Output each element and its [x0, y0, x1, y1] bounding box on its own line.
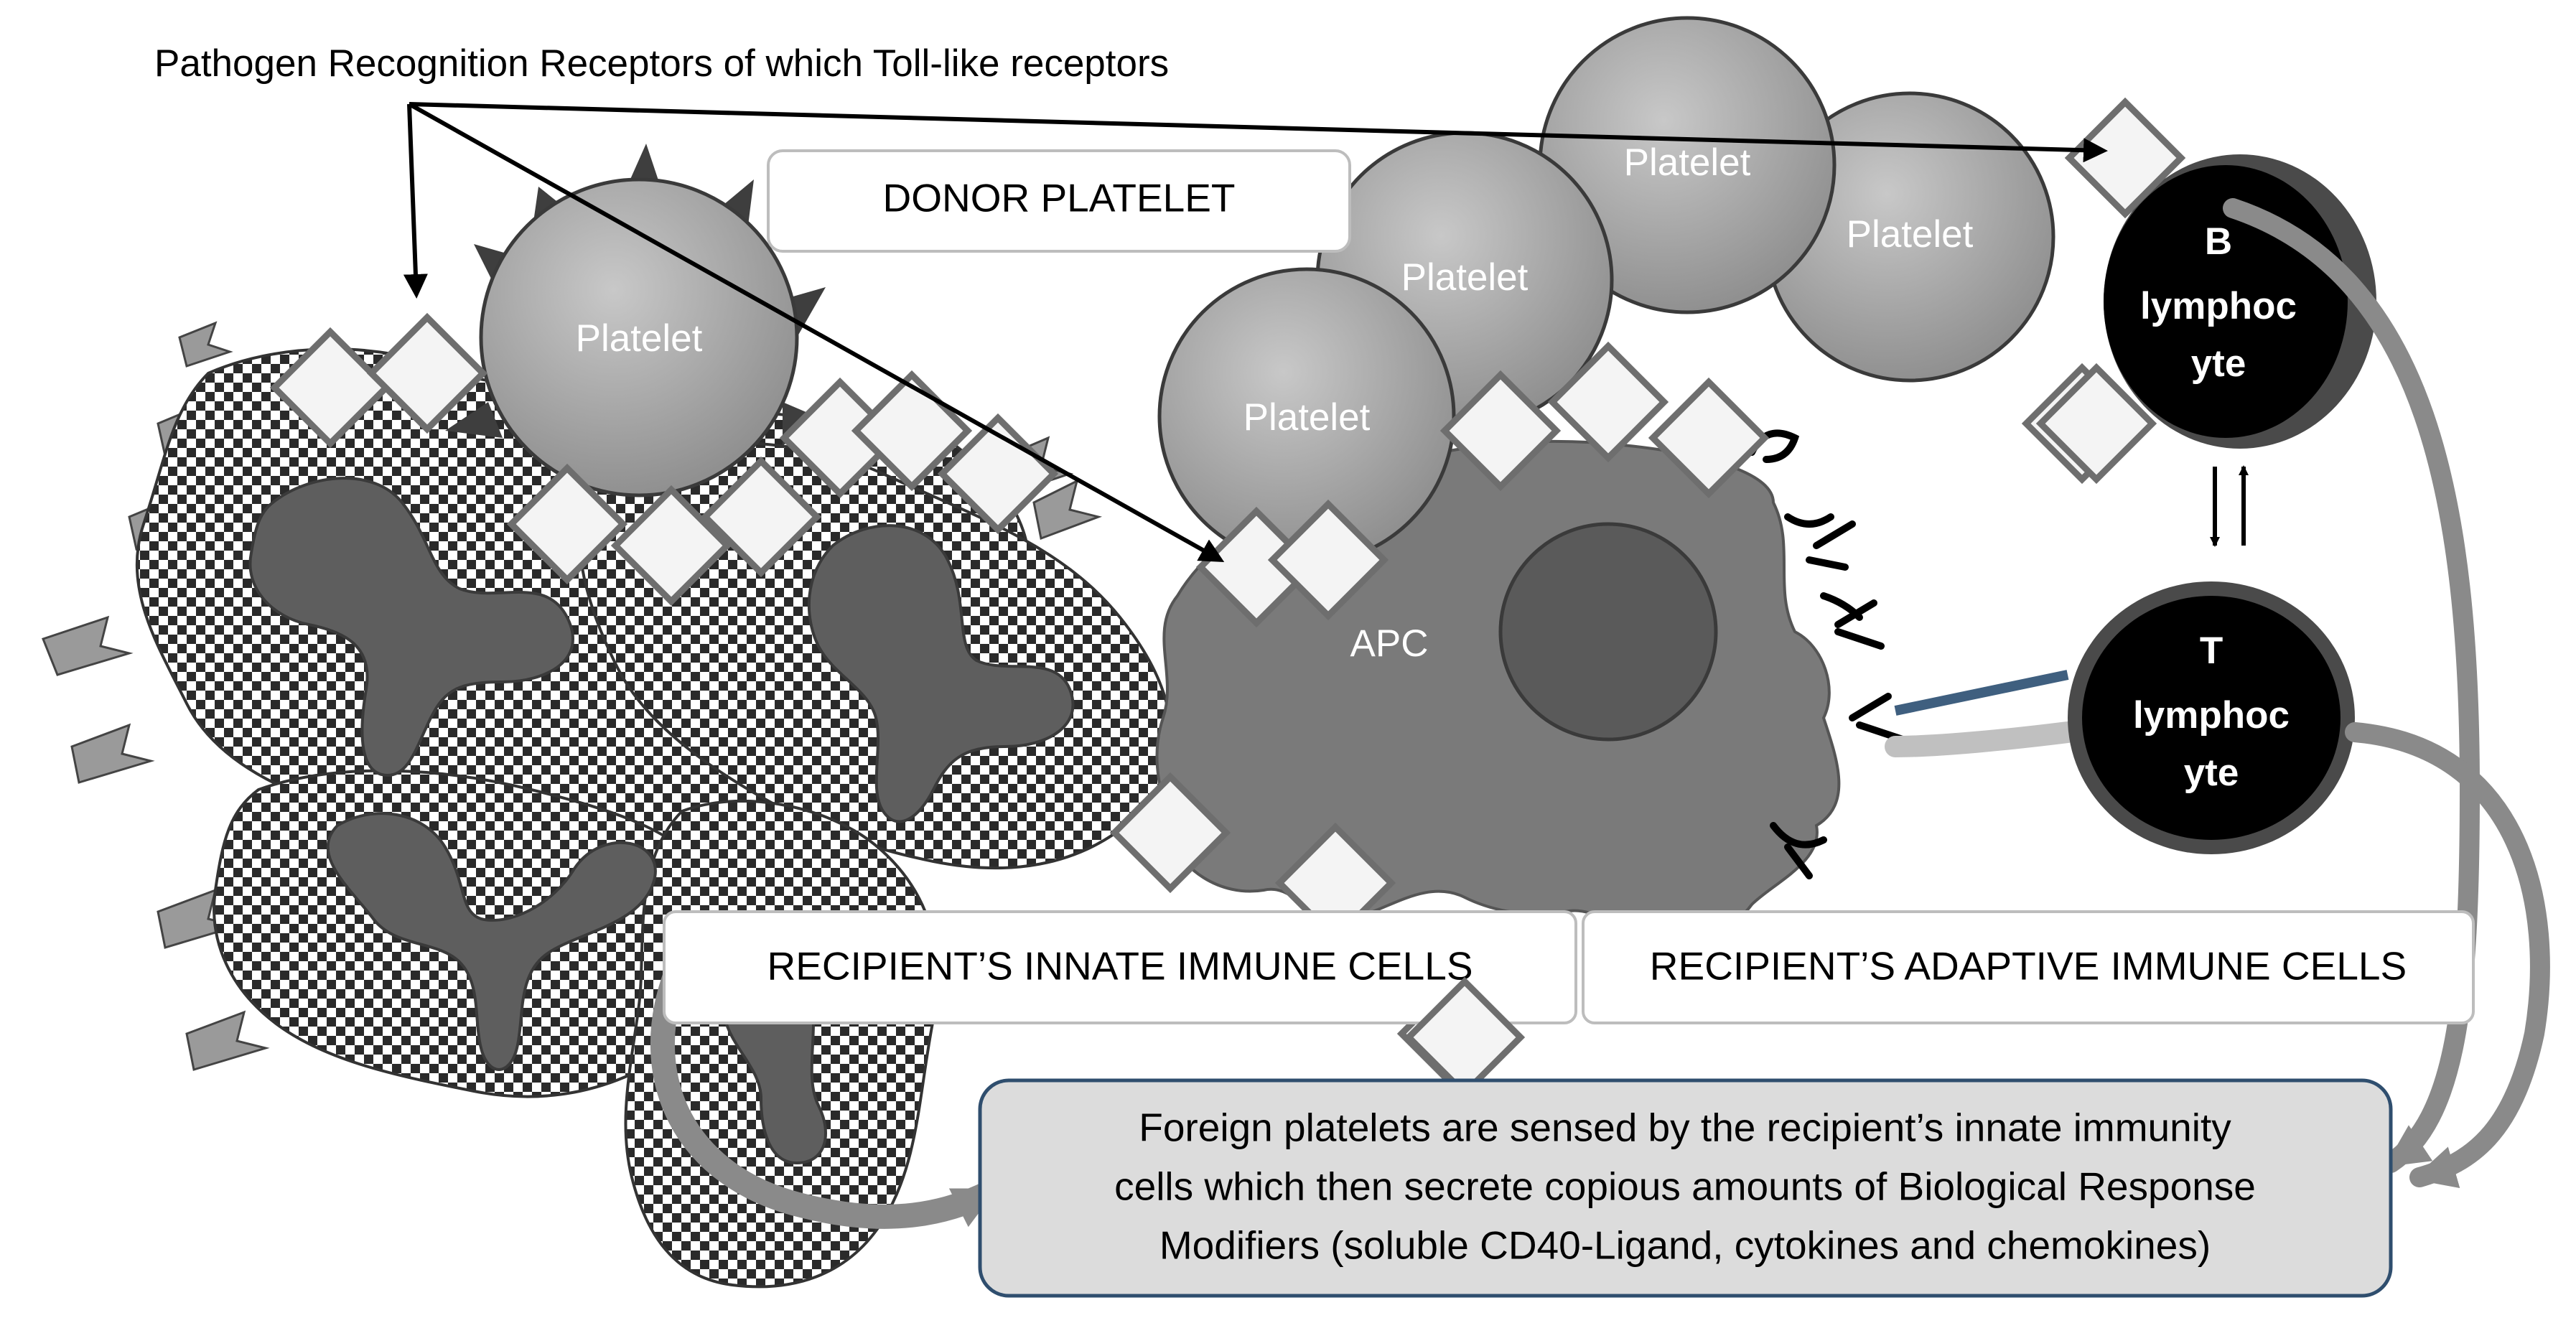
innate-cells-box: RECIPIENT’S INNATE IMMUNE CELLS [663, 910, 1577, 1024]
platelet-label: Platelet [1624, 141, 1751, 184]
apc-nucleus [1498, 522, 1718, 742]
response-flow-arrows [650, 198, 2550, 1229]
b-cell-receptors [2035, 97, 2186, 485]
tlr-bottom [1404, 976, 1526, 1098]
adaptive-cells-box: RECIPIENT’S ADAPTIVE IMMUNE CELLS [1582, 910, 2475, 1024]
t-apc-grey-arm [1885, 721, 2078, 757]
innate-to-summary-arrow [650, 964, 1003, 1229]
t-lymphocyte-label-1: T [2200, 630, 2223, 672]
prr-annotation: Pathogen Recognition Receptors of which … [154, 42, 2108, 562]
summary-line-3: Modifiers (soluble CD40-Ligand, cytokine… [1159, 1223, 2211, 1268]
platelet-3: Platelet [1538, 16, 1837, 314]
platelet-1: Platelet [1157, 267, 1456, 566]
platelet-label: Platelet [1847, 213, 1974, 256]
platelet-label: Platelet [1243, 396, 1371, 439]
t-lymphocyte-label-2: lymphoc [2133, 694, 2290, 737]
t-lymphocyte: T lymphoc yte [1885, 581, 2355, 854]
t-lymphocyte-label-3: yte [2184, 752, 2239, 794]
donor-platelet-chain: Platelet Platelet Platelet Platelet [1157, 16, 2055, 566]
summary-box: Foreign platelets are sensed by the reci… [978, 1078, 2393, 1298]
platelet-4: Platelet [1764, 91, 2055, 383]
b-cell-to-summary-arrow [2223, 198, 2481, 1173]
donor-platelet-box: DONOR PLATELET [767, 149, 1351, 253]
apc-label: APC [1350, 622, 1429, 665]
b-lymphocyte: B lymphoc yte [2104, 154, 2376, 449]
summary-line-1: Foreign platelets are sensed by the reci… [1139, 1106, 2231, 1150]
platelet-body [479, 177, 799, 497]
innate-cells-label: RECIPIENT’S INNATE IMMUNE CELLS [767, 944, 1473, 988]
prr-pointer-arrows [403, 102, 2108, 562]
summary-line-2: cells which then secrete copious amounts… [1114, 1164, 2256, 1209]
donor-platelet-left: Platelet [445, 144, 833, 497]
platelet-label: Platelet [1401, 256, 1529, 299]
b-t-interaction-arrows [2210, 465, 2249, 547]
prr-label: Pathogen Recognition Receptors of which … [154, 42, 1169, 85]
adaptive-cells-box-frame [1582, 910, 2475, 1024]
t-apc-synapse [1894, 670, 2069, 716]
adaptive-cells-label: RECIPIENT’S ADAPTIVE IMMUNE CELLS [1650, 944, 2407, 988]
donor-platelet-box-frame [767, 149, 1351, 253]
b-lymphocyte-label-3: yte [2191, 342, 2246, 385]
donor-platelet-label: DONOR PLATELET [882, 176, 1235, 220]
b-lymphocyte-label-2: lymphoc [2140, 285, 2297, 327]
b-lymphocyte-label-1: B [2205, 220, 2232, 263]
t-cell-to-summary-arrow [2345, 722, 2550, 1189]
platelet-label: Platelet [576, 317, 703, 360]
innate-cells-box-frame [663, 910, 1577, 1024]
summary-box-frame [978, 1078, 2393, 1298]
t-lymphocyte-body [2082, 596, 2341, 840]
apc-receptor-hooks [1748, 429, 1906, 879]
